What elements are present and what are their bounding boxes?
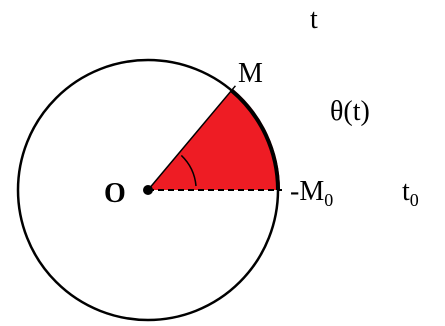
label-o: O — [104, 178, 126, 209]
center-point — [143, 185, 153, 195]
angle-marker-arc — [180, 154, 197, 187]
label-t: t — [310, 4, 318, 35]
label-m0-main: -M — [290, 176, 324, 207]
label-m: M — [238, 58, 263, 89]
arc-m0-to-m — [230, 88, 280, 191]
label-m0-subscript: 0 — [324, 190, 333, 210]
angle-sector — [148, 88, 281, 190]
label-t0-main: t — [402, 176, 410, 207]
label-theta-t: θ(t) — [330, 96, 370, 127]
label-m0: -M0 — [290, 176, 333, 210]
label-t0: t0 — [402, 176, 419, 210]
radius-om — [147, 85, 236, 191]
label-t0-subscript: 0 — [410, 190, 419, 210]
